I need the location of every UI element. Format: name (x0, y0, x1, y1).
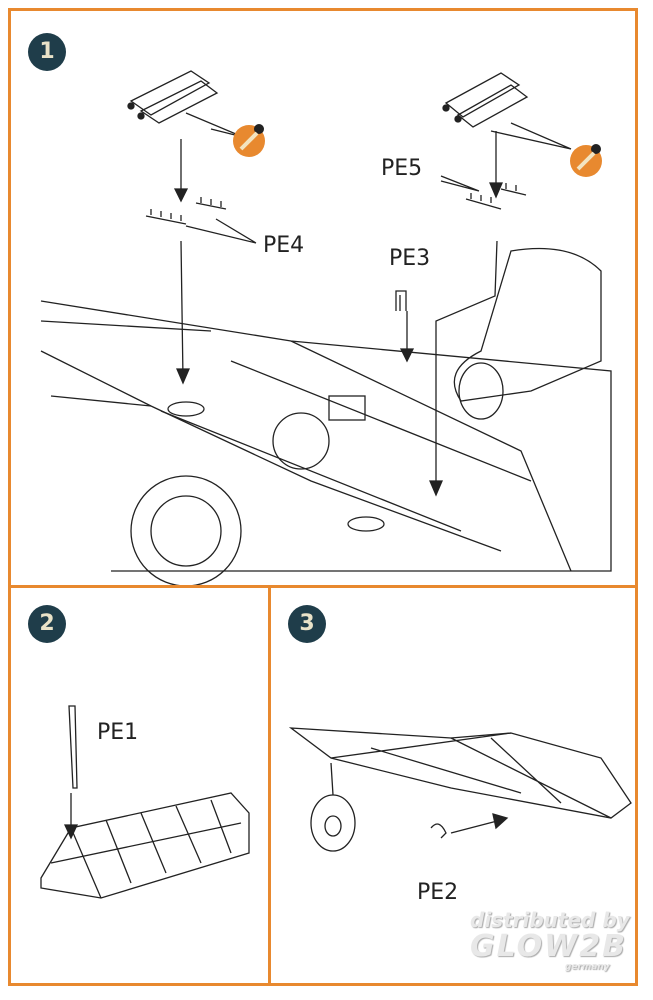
watermark-logo: GLOW2B (470, 929, 628, 964)
distributor-watermark: distributed by GLOW2B germany (470, 908, 630, 972)
part-label-pe1: PE1 (97, 720, 139, 745)
watermark-line1: distributed by (470, 908, 630, 932)
watermark-line3: germany (564, 962, 610, 972)
flap-drawing (288, 727, 632, 852)
wing-assembly-drawing (40, 70, 612, 587)
canopy-drawing (40, 705, 250, 899)
wing-outline (40, 247, 612, 587)
step-3-panel: 3 PE2 (268, 585, 638, 986)
rocket-right (442, 72, 529, 128)
part-label-pe4: PE4 (263, 233, 305, 258)
step-number-badge: 1 (28, 33, 66, 71)
part-label-pe3: PE3 (389, 246, 431, 271)
step-1-panel: 1 PE4 PE5 PE3 (8, 8, 638, 588)
part-label-pe5: PE5 (381, 156, 423, 181)
part-label-pe2: PE2 (417, 880, 459, 905)
rocket-left (127, 70, 219, 124)
step-number-badge: 3 (288, 605, 326, 643)
step-number-badge: 2 (28, 605, 66, 643)
step-2-panel: 2 PE1 (8, 585, 271, 986)
